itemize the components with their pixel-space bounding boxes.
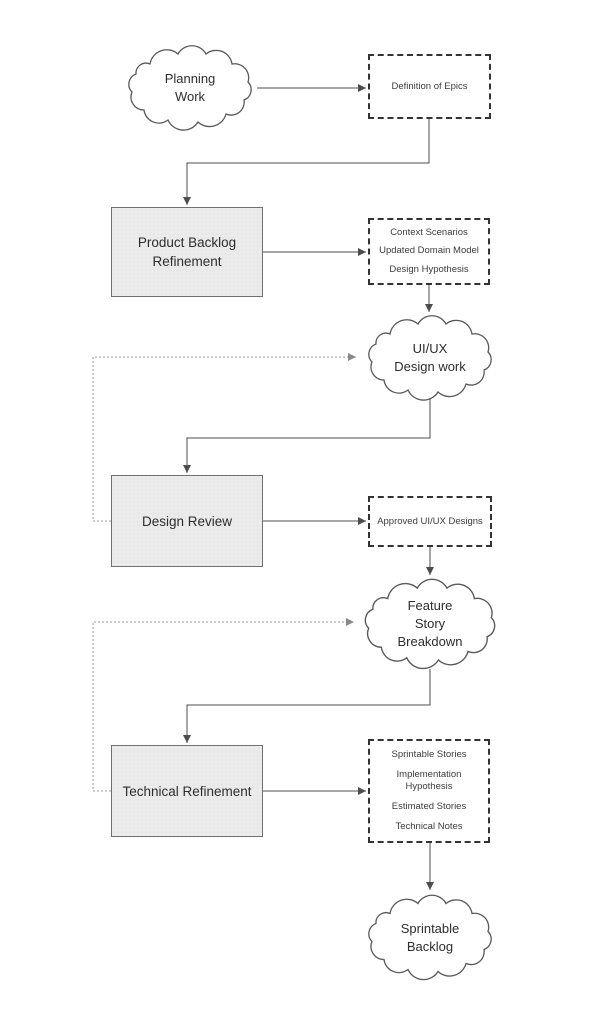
artifact-definition-of-epics: Definition of Epics — [368, 54, 491, 119]
artifact-item: Design Hypothesis — [389, 263, 469, 275]
feedback-technical-to-feature — [92, 618, 354, 792]
solid-connectors — [183, 84, 434, 890]
artifact-item: Technical Notes — [395, 821, 463, 832]
arrow-feature-to-technical — [183, 669, 431, 743]
artifact-item: Updated Domain Model — [379, 245, 479, 257]
artifact-approved-uiux-designs: Approved UI/UX Designs — [368, 496, 492, 547]
cloud-uiux-design-work-shape — [368, 315, 492, 401]
activity-product-backlog-refinement: Product Backlog Refinement — [111, 207, 263, 297]
cloud-planning-work-shape — [128, 45, 252, 131]
arrow-uiux-to-design-review — [183, 399, 431, 473]
arrow-epics-to-refinement — [183, 119, 430, 205]
artifact-refinement-outputs: Context Scenarios Updated Domain Model D… — [368, 218, 490, 285]
cloud-sprintable-backlog-shape — [368, 894, 492, 981]
activity-design-review: Design Review — [111, 475, 263, 567]
artifact-item: Definition of Epics — [391, 80, 468, 92]
artifact-item: Approved UI/UX Designs — [377, 515, 483, 527]
feedback-connectors — [92, 353, 356, 792]
artifact-item: Implementation Hypothesis — [396, 769, 462, 792]
artifact-item: Sprintable Stories — [391, 749, 467, 760]
artifact-technical-refinement-outputs: Sprintable Stories Implementation Hypoth… — [368, 739, 490, 843]
cloud-feature-story-breakdown-shape — [364, 578, 496, 670]
artifact-item: Context Scenarios — [390, 227, 468, 239]
feedback-review-to-uiux — [92, 353, 356, 522]
artifact-item: Estimated Stories — [391, 801, 467, 812]
activity-technical-refinement: Technical Refinement — [111, 745, 263, 837]
